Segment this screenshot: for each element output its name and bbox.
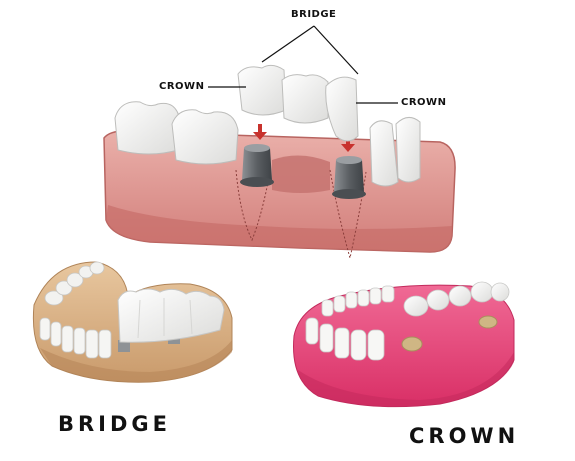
callout-bridge-right	[313, 25, 359, 75]
pink-gum-shade	[298, 352, 514, 407]
label-crown-left: CROWN	[159, 81, 205, 92]
abutment-left	[240, 144, 274, 187]
top-jaw-diagram	[103, 25, 456, 259]
gum-gap	[272, 155, 330, 193]
label-bridge-title: BRIDGE	[58, 412, 172, 436]
floating-crowns	[403, 281, 510, 317]
crown-model-front-teeth	[305, 317, 385, 361]
molar-tooth-1	[114, 101, 181, 155]
model-back-teeth	[44, 261, 105, 306]
floating-bridge	[237, 64, 359, 142]
gum-lower-shade	[106, 205, 452, 252]
incisor-tooth-1	[369, 120, 399, 187]
root-outline-left	[235, 169, 271, 242]
molar-tooth-2	[171, 109, 239, 165]
bridge-model	[32, 261, 233, 383]
model-front-teeth	[39, 317, 112, 359]
bridge-crown-3	[325, 76, 359, 142]
model-base-shade	[40, 340, 232, 383]
incisor-tooth-2	[395, 117, 421, 183]
crown-model-back-teeth	[321, 285, 395, 317]
label-bridge-top: BRIDGE	[291, 9, 337, 20]
model-bridge	[117, 288, 225, 352]
bridge-crown-2	[281, 74, 329, 124]
callout-bridge-left	[261, 25, 315, 63]
bridge-crown-1	[237, 64, 287, 116]
label-crown-title: CROWN	[409, 424, 520, 448]
abutment-right	[332, 156, 366, 199]
implant-caps	[401, 315, 498, 352]
crown-model	[293, 281, 515, 408]
arrow-down-left-icon	[253, 124, 267, 140]
label-crown-right: CROWN	[401, 97, 447, 108]
